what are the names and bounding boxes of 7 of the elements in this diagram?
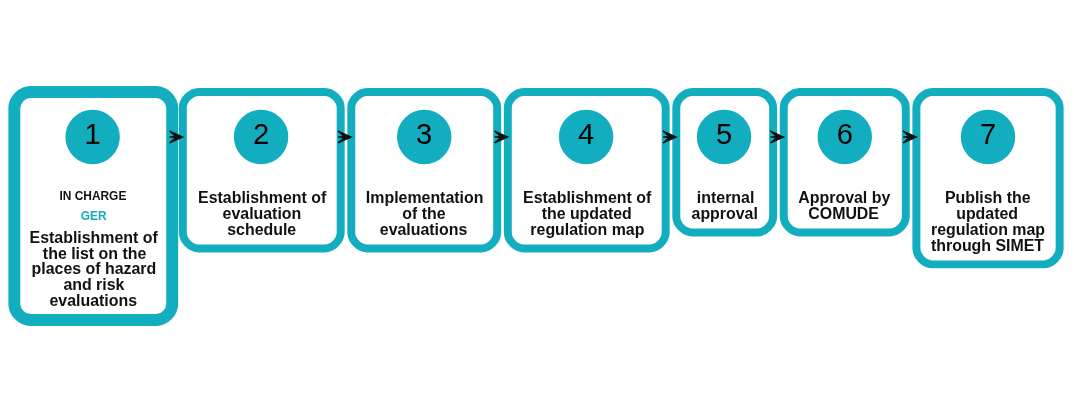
node-circle: 2 (233, 109, 289, 164)
node-circle: 7 (960, 109, 1016, 164)
node-circle: 1 (65, 109, 120, 164)
node-circle: 3 (397, 109, 452, 164)
node-circle: 5 (696, 109, 752, 164)
node-circle: 6 (817, 109, 872, 164)
node-circle: 4 (558, 109, 614, 164)
